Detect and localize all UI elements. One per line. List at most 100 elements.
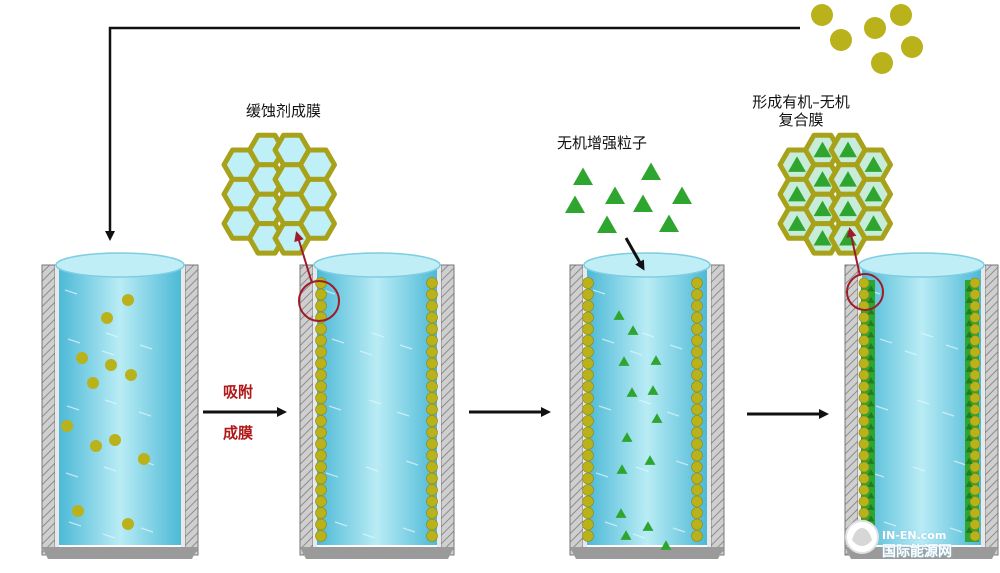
- film-dot: [691, 495, 703, 508]
- film-dot: [426, 484, 438, 496]
- film-dot: [426, 403, 438, 416]
- film-dot: [858, 450, 870, 461]
- film-dot: [582, 311, 594, 324]
- water-streak: [941, 411, 955, 417]
- film-particle: [965, 492, 973, 499]
- film-particle: [965, 342, 973, 349]
- film-dot: [582, 426, 594, 439]
- film-particle: [867, 285, 875, 292]
- film-particle: [867, 308, 875, 315]
- film-particle: [867, 492, 875, 499]
- honeycomb-cell: [298, 147, 337, 182]
- film-dot: [969, 300, 981, 312]
- inorganic-particle: [633, 194, 653, 212]
- inorganic-particle: [573, 167, 593, 185]
- pipe-liner-right: [181, 265, 185, 550]
- film-particle: [965, 446, 973, 453]
- water-streak: [140, 527, 154, 533]
- film-dot: [582, 277, 594, 289]
- film-dot: [969, 438, 981, 450]
- hybrid-film-honeycomb: [777, 132, 893, 256]
- film-dot: [426, 300, 438, 312]
- pipe-wall-right: [184, 264, 199, 556]
- inorganic-particle: [647, 385, 659, 395]
- inorganic-particle: [644, 455, 656, 465]
- film-dot: [426, 472, 438, 485]
- film-particle: [965, 296, 973, 303]
- water-streak: [334, 521, 348, 527]
- film-particle: [965, 354, 973, 361]
- water-streak: [402, 527, 416, 533]
- honeycomb-particle: [839, 141, 857, 158]
- water-streak: [666, 411, 680, 417]
- film-particle: [867, 388, 875, 395]
- film-dot: [691, 415, 703, 427]
- inhibitor-dot: [125, 369, 137, 381]
- film-dot: [691, 449, 703, 462]
- water-streak: [101, 350, 115, 356]
- film-dot: [426, 288, 438, 301]
- watermark-text-top: IN-EN.com: [882, 529, 947, 542]
- film-dot: [691, 461, 703, 473]
- film-particle: [867, 457, 875, 464]
- pipe-wall-right: [710, 264, 725, 556]
- inhibitor-dot: [122, 518, 134, 530]
- film-dot: [969, 496, 981, 507]
- water-streak: [672, 527, 686, 533]
- film-dot: [858, 323, 870, 335]
- film-dot: [969, 323, 981, 335]
- hybrid-film-label-line2: 复合膜: [778, 111, 824, 129]
- pipe-liner-right: [981, 265, 985, 550]
- water-streak: [920, 332, 934, 338]
- film-particle: [965, 319, 973, 326]
- film-dot: [691, 438, 703, 450]
- film-dot: [969, 369, 981, 381]
- honeycomb-particle: [813, 200, 832, 217]
- film-dot: [315, 426, 327, 439]
- inhibitor-dot: [72, 505, 84, 517]
- pipe-2-inhibitor-film: [299, 252, 455, 559]
- film-dot: [858, 358, 870, 369]
- film-particle: [867, 331, 875, 338]
- water-streak: [138, 411, 152, 417]
- film-dot: [858, 404, 870, 415]
- film-dot: [858, 277, 870, 289]
- water-streak: [103, 466, 117, 472]
- film-particle: [867, 411, 875, 418]
- water-surface: [583, 252, 711, 278]
- film-dot: [858, 473, 870, 484]
- water-streak: [916, 399, 930, 405]
- inhibitor-dot: [87, 377, 99, 389]
- film-dot: [691, 334, 703, 347]
- film-dot: [969, 530, 981, 542]
- water-streak: [598, 405, 612, 411]
- film-dot: [969, 507, 981, 519]
- film-dot: [582, 461, 594, 473]
- film-dot: [969, 312, 981, 323]
- film-dot: [582, 323, 594, 335]
- honeycomb-cell: [298, 206, 337, 241]
- film-dot: [691, 380, 703, 393]
- film-dot: [691, 323, 703, 335]
- film-dot: [969, 358, 981, 369]
- inhibitor-dot: [61, 420, 73, 432]
- film-dot: [691, 288, 703, 301]
- film-dot: [582, 288, 594, 301]
- film-dot: [582, 484, 594, 496]
- pipe-liner-right: [437, 265, 441, 550]
- film-dot: [969, 450, 981, 461]
- form-film-label: 成膜: [223, 424, 254, 442]
- honeycomb-particle: [813, 171, 832, 187]
- film-particle: [965, 469, 973, 476]
- film-dot: [582, 357, 594, 370]
- film-particle: [965, 285, 973, 292]
- honeycomb-particle: [788, 185, 806, 202]
- film-particle: [867, 503, 875, 510]
- film-dot: [858, 381, 870, 392]
- hybrid-film-label: 形成有机–无机 复合膜: [726, 93, 876, 129]
- inhibitor-dot: [890, 4, 912, 26]
- water-column: [862, 265, 981, 545]
- film-dot: [426, 277, 438, 289]
- inorganic-particle: [605, 186, 625, 204]
